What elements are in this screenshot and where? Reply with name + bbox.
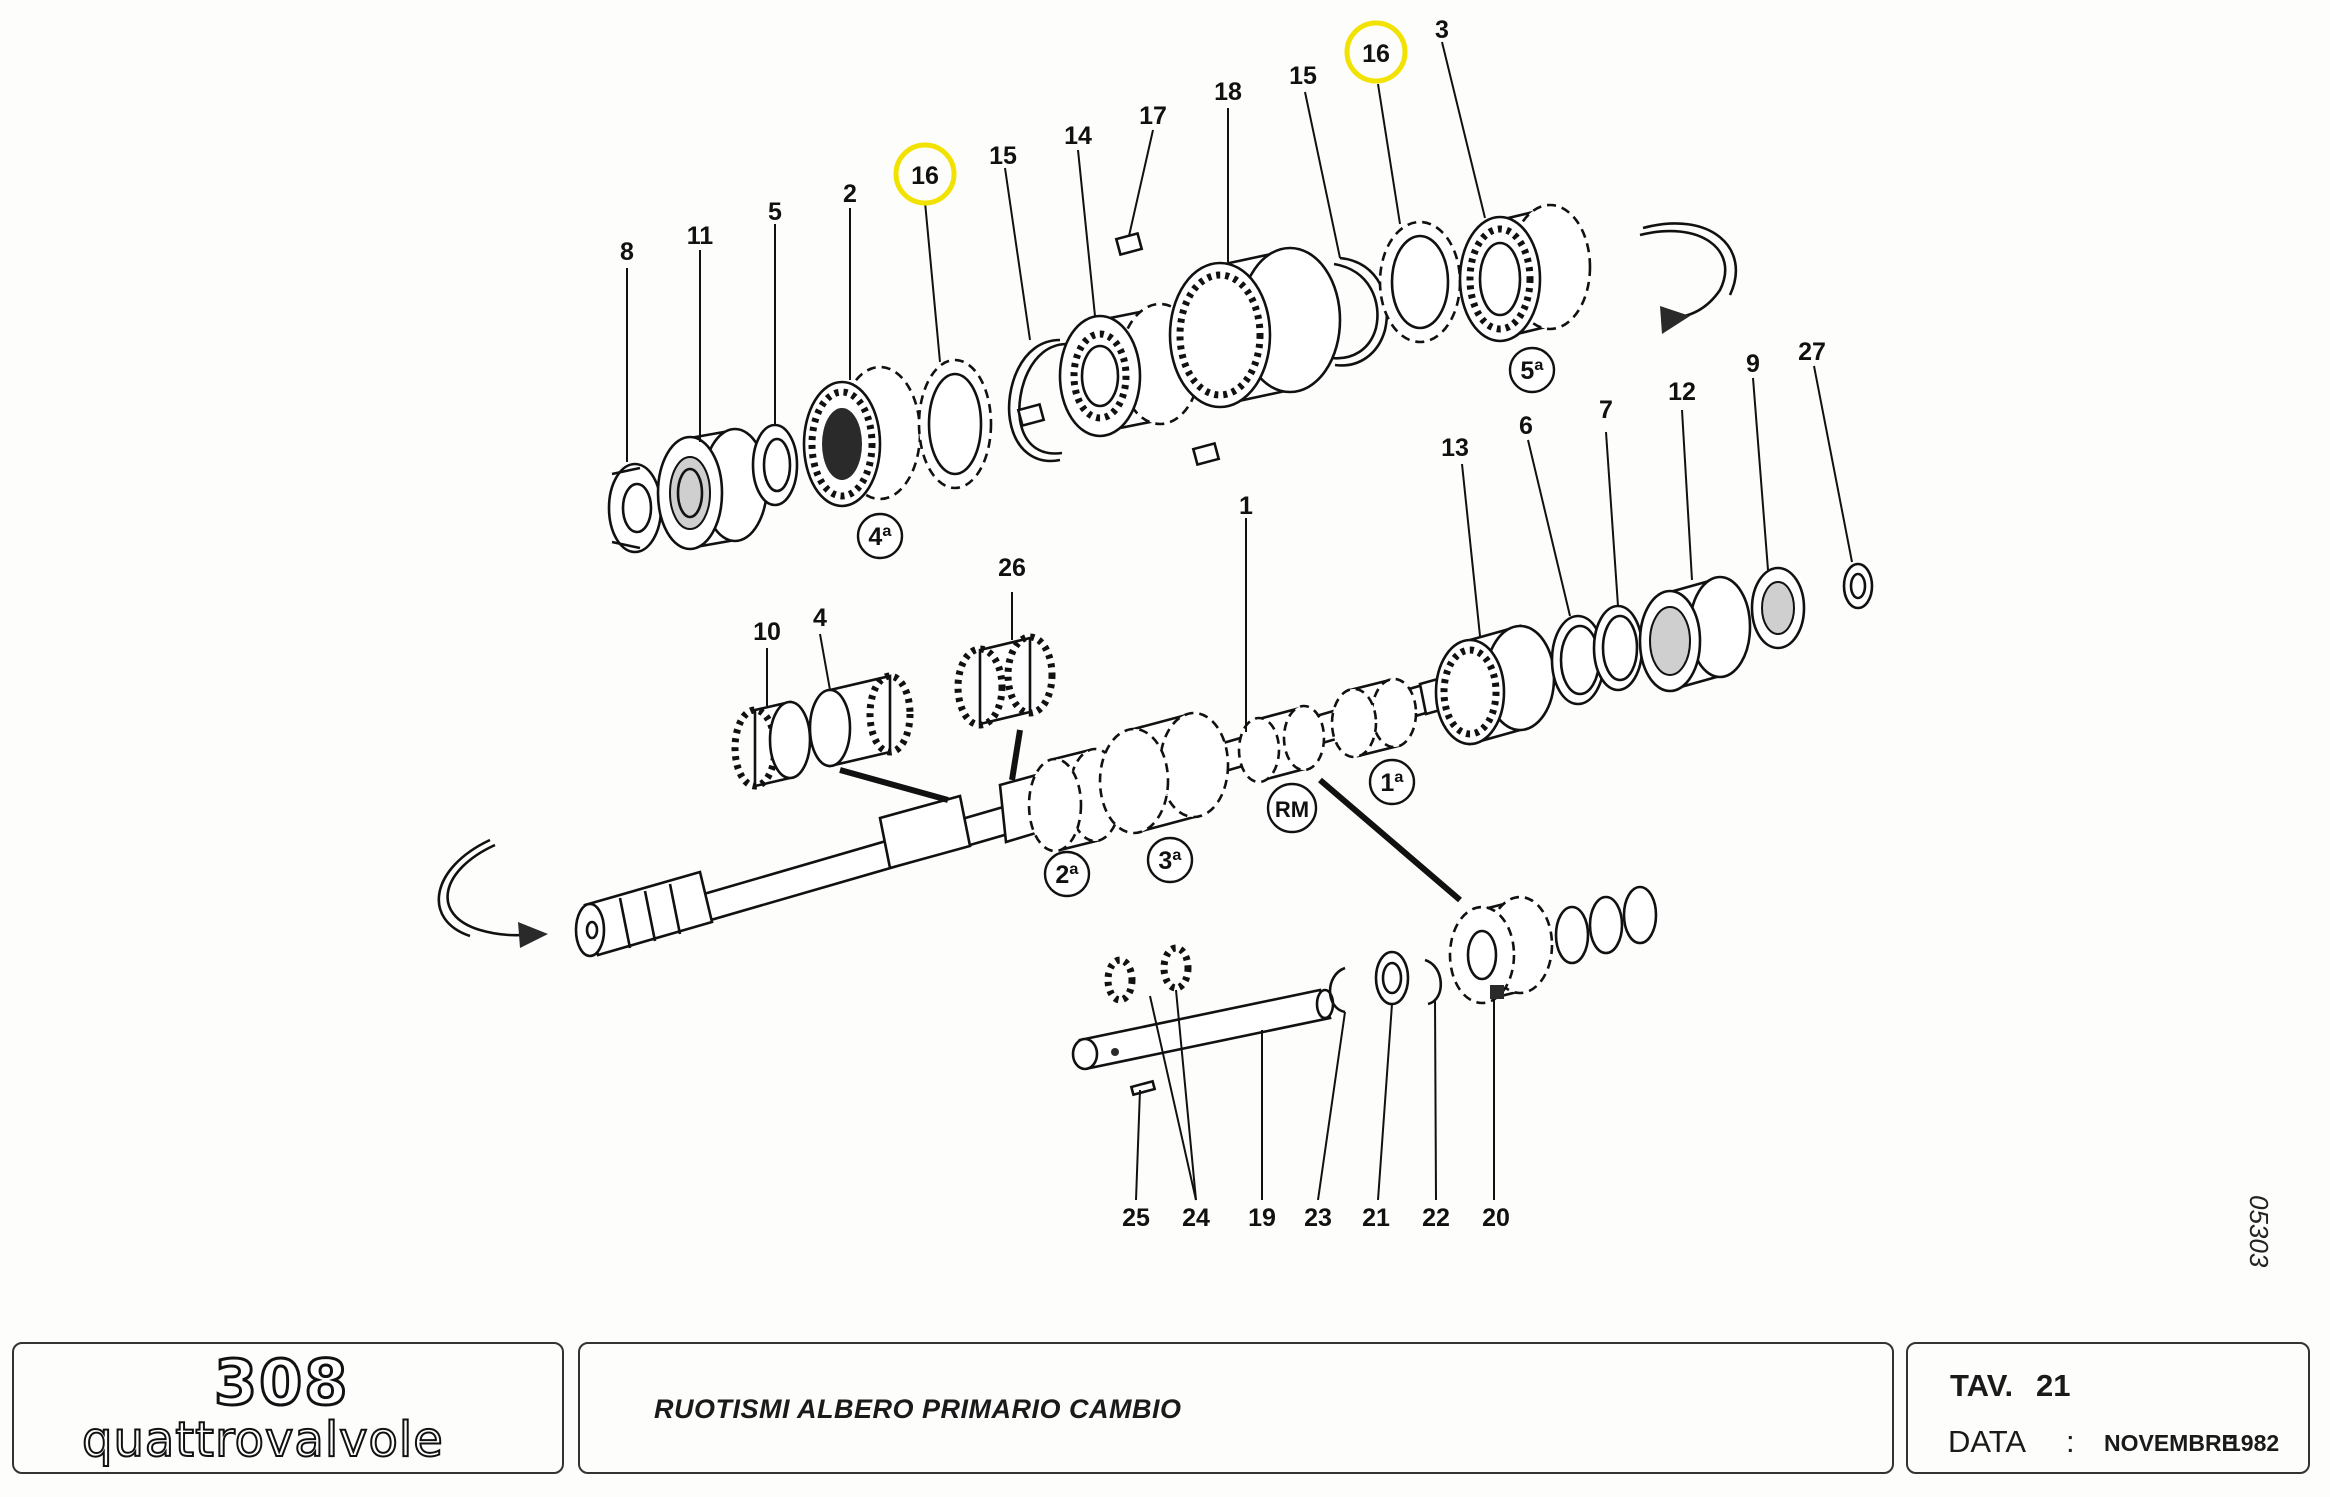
- part-11-bearing: [656, 427, 769, 551]
- date-year: 1982: [2228, 1430, 2280, 1456]
- date-colon: :: [2066, 1424, 2075, 1459]
- highlight-16-left: [893, 142, 957, 206]
- part-3-gear: [1458, 203, 1592, 343]
- tav-label: TAV.: [1950, 1368, 2014, 1403]
- model-logo-number: 308: [212, 1345, 350, 1421]
- part-6-ring: [1550, 614, 1606, 706]
- rotation-arrow-icon: [1639, 222, 1738, 334]
- drawing-code: 05303: [2244, 1195, 2274, 1268]
- part-27-seal: [1842, 562, 1874, 610]
- label-10: 10: [753, 618, 781, 646]
- part-25-pin: [1129, 1079, 1157, 1097]
- label-6: 6: [1519, 412, 1533, 440]
- label-24: 24: [1182, 1204, 1210, 1232]
- rotation-arrow-icon-left: [437, 838, 548, 948]
- gear-marks: 4ª 5ª 1ª 2ª 3ª RM: [856, 346, 1556, 898]
- gear-mark-3-circle: [1146, 836, 1194, 884]
- label-21: 21: [1362, 1204, 1390, 1232]
- label-16-left: 16: [911, 162, 939, 190]
- label-11: 11: [687, 222, 714, 250]
- part-16-synchro-ring-right: [1378, 220, 1462, 344]
- gear-mark-rm: RM: [1275, 797, 1309, 822]
- label-27: 27: [1798, 338, 1826, 366]
- label-12: 12: [1668, 378, 1696, 406]
- highlight-16-right: [1344, 20, 1408, 84]
- exploded-gearbox-drawing: 8 11 5 2 16 15 14 17 18 15 16 3 1 13 6 7…: [437, 16, 2274, 1268]
- label-25: 25: [1122, 1204, 1150, 1232]
- label-2: 2: [843, 180, 857, 208]
- part-15-circlip: [1007, 338, 1067, 463]
- date-month: NOVEMBRE: [2104, 1430, 2237, 1456]
- assembly-lines: [839, 729, 1462, 903]
- sheet-title: RUOTISMI ALBERO PRIMARIO CAMBIO: [654, 1394, 1182, 1424]
- table-info-box: TAV. 21 DATA : NOVEMBRE 1982: [1906, 1342, 2310, 1474]
- label-19: 19: [1248, 1204, 1276, 1232]
- date-label: DATA: [1948, 1424, 2027, 1459]
- gear-mark-rm-circle: [1266, 782, 1318, 834]
- label-22: 22: [1422, 1204, 1450, 1232]
- title-box: RUOTISMI ALBERO PRIMARIO CAMBIO: [578, 1342, 1894, 1474]
- part-9-nut: [1750, 566, 1806, 650]
- part-19-idler-shaft: [1071, 988, 1335, 1071]
- logo-box: 308 quattrovalvole: [12, 1342, 564, 1474]
- label-3: 3: [1435, 16, 1449, 44]
- label-20: 20: [1482, 1204, 1510, 1232]
- tav-number: 21: [2036, 1368, 2071, 1403]
- part-21-washer: [1374, 950, 1410, 1006]
- part-13-bearing: [1434, 624, 1556, 746]
- part-8-nut: [607, 462, 663, 554]
- label-18: 18: [1214, 78, 1242, 106]
- label-4: 4: [813, 604, 827, 632]
- gear-mark-5-circle: [1508, 346, 1556, 394]
- part-22-circlip: [1424, 958, 1443, 1006]
- part-5-spacer: [751, 423, 799, 507]
- label-23: 23: [1304, 1204, 1332, 1232]
- part-1-primary-shaft: [574, 668, 1478, 958]
- label-5: 5: [768, 198, 782, 226]
- gear-mark-1: 1ª: [1380, 769, 1404, 797]
- part-12-bearing: [1638, 575, 1752, 693]
- label-26: 26: [998, 554, 1026, 582]
- part-labels: 8 11 5 2 16 15 14 17 18 15 16 3 1 13 6 7…: [620, 16, 1826, 1232]
- part-26-needle-bearing: [954, 633, 1056, 729]
- leader-lines: [626, 41, 1853, 1201]
- label-13: 13: [1441, 434, 1469, 462]
- reverse-circlips: [1554, 885, 1658, 965]
- part-18-sliding-sleeve: [1168, 246, 1342, 409]
- label-8: 8: [620, 238, 634, 266]
- label-16-right: 16: [1362, 40, 1390, 68]
- label-15-right: 15: [1289, 62, 1317, 90]
- gear-mark-3: 3ª: [1158, 847, 1182, 875]
- part-7-ring: [1592, 604, 1644, 692]
- gear-mark-4-circle: [856, 512, 904, 560]
- part-10-needle-bearing: [731, 700, 812, 790]
- label-17: 17: [1139, 102, 1167, 130]
- gear-mark-5: 5ª: [1520, 357, 1544, 385]
- model-logo-name: quattrovalvole: [81, 1411, 444, 1469]
- part-20-reverse-gear: [1448, 895, 1554, 1005]
- part-17-key: [1016, 231, 1221, 467]
- part-15-circlip-right: [1331, 256, 1389, 367]
- part-4-bushing: [808, 672, 914, 768]
- part-16-synchro-ring: [917, 358, 993, 490]
- label-9: 9: [1746, 350, 1760, 378]
- gear-mark-2: 2ª: [1055, 861, 1079, 889]
- label-7: 7: [1599, 396, 1613, 424]
- part-23-circlip: [1328, 966, 1346, 1014]
- gear-mark-1-circle: [1368, 758, 1416, 806]
- label-1: 1: [1239, 492, 1253, 520]
- label-14: 14: [1064, 122, 1092, 150]
- gear-mark-2-circle: [1043, 850, 1091, 898]
- part-24-needle-bearings: [1104, 944, 1192, 1004]
- label-15-left: 15: [989, 142, 1017, 170]
- gear-mark-4: 4ª: [868, 523, 892, 551]
- part-2-gear: [802, 365, 922, 508]
